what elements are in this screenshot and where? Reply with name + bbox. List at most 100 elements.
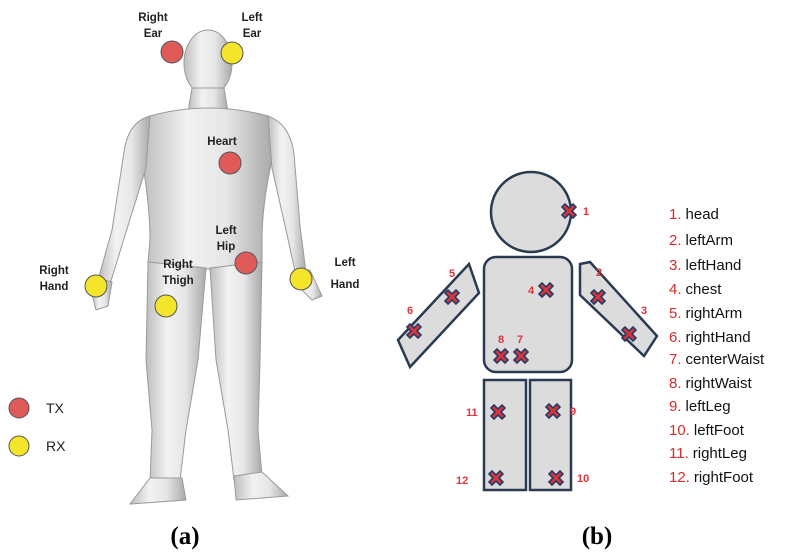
sensor-label: Hand (40, 281, 69, 293)
sensor-label: Thigh (162, 275, 193, 287)
marker-number: 5 (449, 268, 455, 280)
list-item-number: 12. (669, 469, 690, 486)
list-item: 8.rightWaist (669, 375, 752, 392)
marker-number: 12 (456, 475, 468, 487)
list-item: 6.rightHand (669, 329, 751, 346)
list-item-number: 8. (669, 375, 682, 392)
list-item-name: leftLeg (686, 398, 731, 415)
sensor-left-ear: LeftEar (221, 12, 263, 64)
list-item-name: chest (686, 281, 723, 298)
list-item: 4.chest (669, 281, 722, 298)
list-item: 10.leftFoot (669, 422, 745, 439)
list-item-name: rightHand (686, 329, 751, 346)
list-item: 1.head (669, 206, 719, 223)
marker-number: 4 (528, 285, 535, 297)
legend: TX RX (9, 398, 66, 456)
list-item-name: rightWaist (686, 375, 753, 392)
legend-item-rx: RX (9, 436, 66, 456)
list-item-name: leftArm (686, 232, 734, 249)
list-item-number: 4. (669, 281, 682, 298)
marker-number: 6 (407, 305, 413, 317)
figure-right-arm (98, 116, 150, 284)
list-item-name: leftHand (686, 257, 742, 274)
list-item-number: 3. (669, 257, 682, 274)
sensor-label: Hand (331, 279, 360, 291)
marker-number: 1 (583, 206, 589, 218)
list-item-number: 10. (669, 422, 690, 439)
figure-head (184, 30, 232, 96)
sensor-label: Right (39, 265, 69, 277)
diagram-head (491, 172, 571, 252)
sensor-label: Ear (144, 28, 163, 40)
sensor-label: Heart (207, 136, 237, 148)
list-item: 9.leftLeg (669, 398, 731, 415)
list-item-number: 5. (669, 305, 682, 322)
tx-dot (235, 252, 257, 274)
figure-torso (142, 108, 272, 269)
sensor-label: Right (163, 259, 193, 271)
rx-dot (290, 268, 312, 290)
tx-dot (219, 152, 241, 174)
list-item-name: head (686, 206, 719, 223)
sensor-label: Left (215, 225, 236, 237)
sensor-label: Right (138, 12, 168, 24)
list-item-number: 9. (669, 398, 682, 415)
rx-dot (155, 295, 177, 317)
caption-b: (b) (582, 523, 613, 550)
svg-text:Heart: Heart (207, 136, 237, 148)
human-figure (92, 30, 322, 504)
list-item: 7.centerWaist (669, 351, 765, 368)
list-item: 2.leftArm (669, 232, 733, 249)
legend-item-tx: TX (9, 398, 65, 418)
caption-a: (a) (170, 523, 199, 550)
rx-dot (85, 275, 107, 297)
list-item-name: rightFoot (694, 469, 754, 486)
body-diagram (398, 172, 657, 490)
list-item: 12.rightFoot (669, 469, 754, 486)
figure-left-leg (210, 262, 262, 480)
sensor-right-ear: RightEar (138, 12, 183, 63)
list-item-number: 2. (669, 232, 682, 249)
marker-number: 3 (641, 305, 647, 317)
list-item-name: centerWaist (686, 351, 765, 368)
legend-label: TX (46, 400, 65, 416)
panel-b: 1 2 3 4 5 6 7 (398, 172, 765, 550)
sensor-label: Left (241, 12, 262, 24)
legend-rx-swatch (9, 436, 29, 456)
list-item-number: 11. (669, 445, 689, 462)
marker-1: 1 (562, 204, 589, 218)
figure-left-arm (268, 116, 306, 276)
list-item: 11.rightLeg (669, 445, 747, 462)
list-item: 3.leftHand (669, 257, 741, 274)
marker-number: 2 (596, 267, 602, 279)
marker-number: 10 (577, 473, 589, 485)
list-item-number: 6. (669, 329, 682, 346)
list-item-name: rightLeg (693, 445, 747, 462)
list-item: 5.rightArm (669, 305, 742, 322)
marker-number: 9 (570, 406, 576, 418)
list-item-name: leftFoot (694, 422, 745, 439)
tx-dot (161, 41, 183, 63)
figure-right-leg (146, 262, 206, 482)
marker-number: 8 (498, 334, 504, 346)
legend-tx-swatch (9, 398, 29, 418)
marker-number: 7 (517, 334, 523, 346)
sensor-label: Hip (217, 241, 236, 253)
rx-dot (221, 42, 243, 64)
list-item-number: 1. (669, 206, 682, 223)
list-item-number: 7. (669, 351, 682, 368)
marker-number: 11 (466, 407, 478, 419)
list-item-name: rightArm (686, 305, 743, 322)
figure-left-foot (234, 472, 288, 500)
sensor-label: Left (334, 257, 355, 269)
legend-label: RX (46, 438, 66, 454)
sensor-location-list: 1.head 2.leftArm 3.leftHand 4.chest 5.ri… (669, 206, 765, 486)
panel-a: RightEar LeftEar Heart LeftHip RightHand… (9, 12, 359, 550)
figure-right-foot (130, 478, 186, 504)
